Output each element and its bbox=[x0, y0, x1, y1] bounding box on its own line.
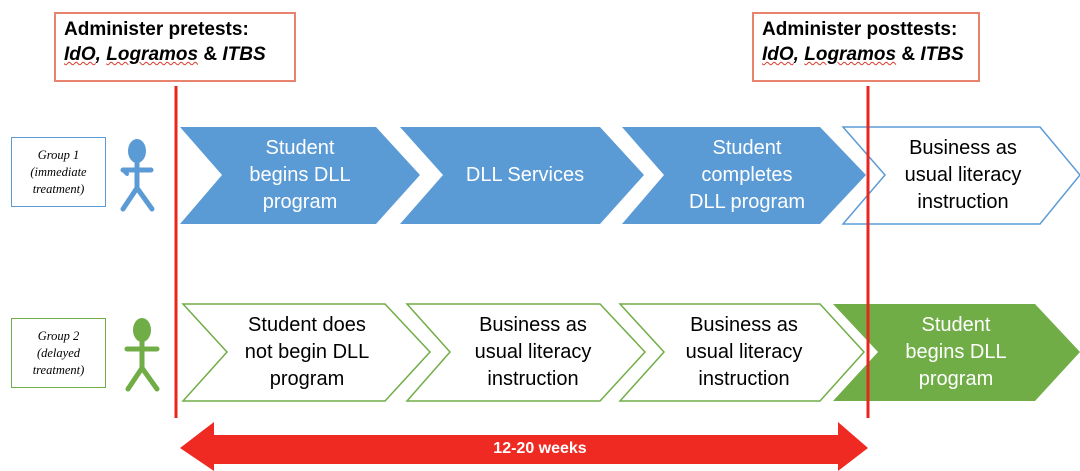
duration-label: 12-20 weeks bbox=[493, 440, 587, 457]
g2-step-1-chevron bbox=[181, 303, 432, 402]
duration-arrow bbox=[180, 422, 868, 471]
posttest-box: Administer posttests: IdO, Logramos & IT… bbox=[752, 12, 980, 82]
g1-step-4-chevron bbox=[841, 126, 1080, 225]
group-2-person-icon bbox=[124, 318, 160, 392]
posttest-title: Administer posttests: bbox=[762, 19, 958, 40]
pretest-title: Administer pretests: bbox=[64, 19, 249, 40]
posttest-test-1: IdO bbox=[762, 44, 794, 65]
g1-step-2-label: DLL Services bbox=[465, 164, 585, 186]
posttest-tests: IdO, Logramos & ITBS bbox=[762, 44, 964, 65]
g2-step-2-chevron bbox=[405, 303, 647, 402]
g1-step-2-chevron bbox=[400, 127, 644, 224]
pretest-test-3: ITBS bbox=[222, 44, 266, 65]
posttest-test-3: ITBS bbox=[920, 44, 964, 65]
group-2-label: Group 2 (delayed treatment) bbox=[11, 318, 106, 388]
g2-step-4-chevron bbox=[833, 304, 1080, 401]
g1-step-1-chevron bbox=[180, 127, 420, 224]
pretest-test-1: IdO bbox=[64, 44, 96, 65]
pretest-test-2: Logramos bbox=[106, 44, 199, 65]
group-1-person-icon bbox=[120, 139, 155, 212]
g2-step-3-chevron bbox=[618, 303, 866, 402]
g1-step-3-chevron bbox=[622, 127, 866, 224]
pretest-tests: IdO, Logramos & ITBS bbox=[64, 44, 266, 65]
posttest-test-2: Logramos bbox=[804, 44, 897, 65]
pretest-box: Administer pretests: IdO, Logramos & ITB… bbox=[54, 12, 296, 82]
group-1-label: Group 1 (immediate treatment) bbox=[11, 137, 106, 207]
